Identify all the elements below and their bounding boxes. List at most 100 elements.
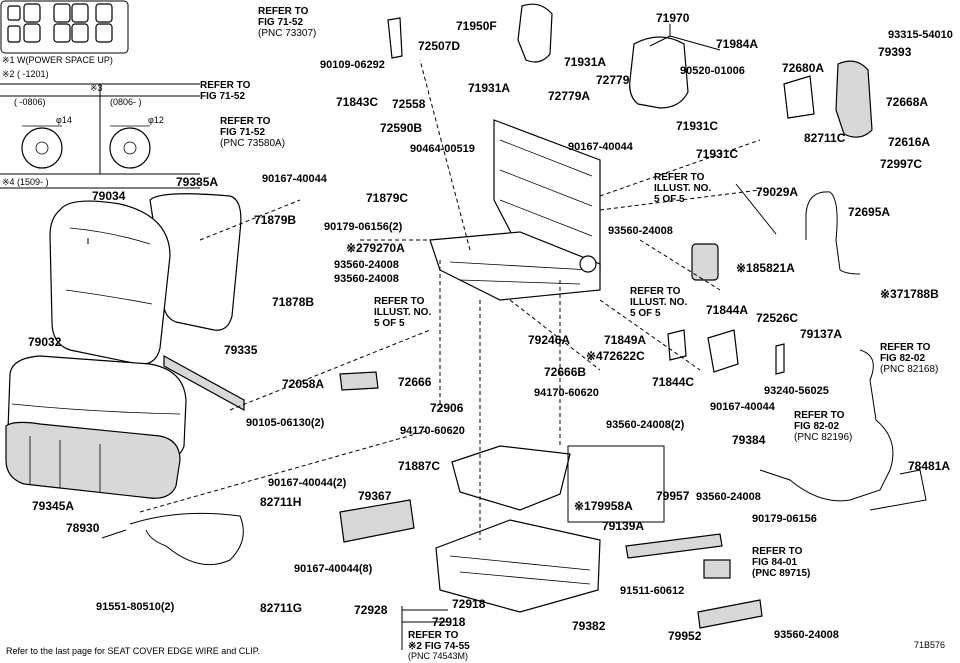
part-label: 71844A bbox=[706, 303, 749, 317]
part-label: 71931A bbox=[468, 81, 511, 95]
bar-79952 bbox=[697, 599, 763, 629]
part-label: 90167-40044(8) bbox=[294, 563, 373, 575]
diagram-code: 71B576 bbox=[914, 640, 946, 650]
part-label: ※179958A bbox=[574, 499, 633, 513]
part-label: 90464-00519 bbox=[410, 143, 475, 155]
part-label: 93560-24008 bbox=[696, 491, 761, 503]
part-label: 72526C bbox=[756, 311, 799, 325]
part-label: 72058A bbox=[282, 377, 325, 391]
legend-col-b: (0806- ) bbox=[110, 97, 142, 107]
part-label: 91511-60612 bbox=[620, 585, 685, 597]
bracket-72680A bbox=[783, 75, 815, 119]
part-label: 79385A bbox=[176, 175, 219, 189]
part-label: 71931A bbox=[564, 55, 607, 69]
wire-harness bbox=[759, 349, 894, 502]
part-label: 90167-40044 bbox=[710, 401, 775, 413]
part-label: 93560-24008 bbox=[334, 273, 399, 285]
part-label: 72997C bbox=[880, 157, 923, 171]
part-label: 91551-80510(2) bbox=[96, 601, 175, 613]
part-label: 72507D bbox=[418, 39, 461, 53]
part-label: 72695A bbox=[848, 205, 891, 219]
part-label: 71878B bbox=[272, 295, 315, 309]
bar-79335 bbox=[163, 354, 245, 412]
part-label: 71879C bbox=[366, 191, 409, 205]
part-label: 71887C bbox=[398, 459, 441, 473]
part-label: 90167-40044(2) bbox=[268, 477, 347, 489]
footer-note: Refer to the last page for SEAT COVER ED… bbox=[6, 646, 261, 656]
part-label: 90167-40044 bbox=[262, 173, 327, 185]
part-label: 79957 bbox=[656, 489, 690, 503]
bracket-72507D bbox=[387, 17, 403, 59]
part-label: 72779A bbox=[548, 89, 591, 103]
part-label: 72918 bbox=[432, 615, 466, 629]
part-label: 72918 bbox=[452, 597, 486, 611]
part-label: 72668A bbox=[886, 95, 929, 109]
legend-box bbox=[0, 0, 200, 189]
part-label: 94170-60620 bbox=[400, 425, 465, 437]
cable-72695A bbox=[805, 191, 861, 275]
part-label: 72906 bbox=[430, 401, 464, 415]
sheet-71887C bbox=[451, 445, 571, 511]
part-label: 90105-06130(2) bbox=[246, 417, 325, 429]
legend-note1: ※1 W(POWER SPACE UP) bbox=[2, 55, 113, 65]
part-label: 79335 bbox=[224, 343, 258, 357]
seat-frame bbox=[429, 119, 601, 301]
legend-dia-a: φ14 bbox=[56, 115, 72, 125]
legend-col-a: ( -0806) bbox=[14, 97, 46, 107]
part-label: 79382 bbox=[572, 619, 606, 633]
seat-track-72928 bbox=[435, 519, 601, 613]
part-label: 90109-06292 bbox=[320, 59, 385, 71]
part-label: 71849A bbox=[604, 333, 647, 347]
part-label: 72779 bbox=[596, 73, 630, 87]
headrest-71950F bbox=[517, 3, 553, 63]
module-89715 bbox=[703, 559, 731, 579]
part-label: ※472622C bbox=[586, 349, 645, 363]
part-label: 93315-54010 bbox=[888, 29, 953, 41]
part-label: 72928 bbox=[354, 603, 388, 617]
panel-79367 bbox=[339, 499, 415, 543]
cover-71844C bbox=[667, 329, 687, 361]
part-label: 79137A bbox=[800, 327, 843, 341]
part-label: 72558 bbox=[392, 97, 426, 111]
legend-note4: ※4 (1509- ) bbox=[2, 177, 49, 187]
part-label: 79393 bbox=[878, 45, 912, 59]
part-label: 79246A bbox=[528, 333, 571, 347]
seat-back-pads bbox=[49, 193, 242, 365]
rail-79139A bbox=[625, 533, 723, 559]
part-label: 90179-06156 bbox=[752, 513, 817, 525]
part-label: 82711G bbox=[260, 601, 303, 615]
part-label: 78481A bbox=[908, 459, 951, 473]
part-label: 79367 bbox=[358, 489, 392, 503]
solid-leaders bbox=[87, 24, 721, 650]
legend-note2: ※2 ( -1201) bbox=[2, 69, 49, 79]
part-label: 72666B bbox=[544, 365, 587, 379]
part-label: 71970 bbox=[656, 11, 690, 25]
part-label: 90179-06156(2) bbox=[324, 221, 403, 233]
part-label: 82711H bbox=[260, 495, 302, 509]
part-label: 93560-24008 bbox=[774, 629, 839, 641]
part-label: 93560-24008 bbox=[608, 225, 673, 237]
part-label: 90520-01006 bbox=[680, 65, 745, 77]
legend-note3-head: ※3 bbox=[90, 83, 103, 93]
part-label: 79345A bbox=[32, 499, 75, 513]
part-label: ※279270A bbox=[346, 241, 405, 255]
part-label: 79032 bbox=[28, 335, 62, 349]
headrest-71970 bbox=[629, 36, 689, 109]
part-label: 79384 bbox=[732, 433, 766, 447]
part-label: 71931C bbox=[676, 119, 719, 133]
part-label: 79029A bbox=[756, 185, 799, 199]
part-label: 90167-40044 bbox=[568, 141, 633, 153]
part-label: 72666 bbox=[398, 375, 432, 389]
refer-note-10: REFER TO※2 FIG 74-55(PNC 74543M) bbox=[408, 630, 470, 661]
part-label: 79952 bbox=[668, 629, 702, 643]
part-label: 71984A bbox=[716, 37, 759, 51]
